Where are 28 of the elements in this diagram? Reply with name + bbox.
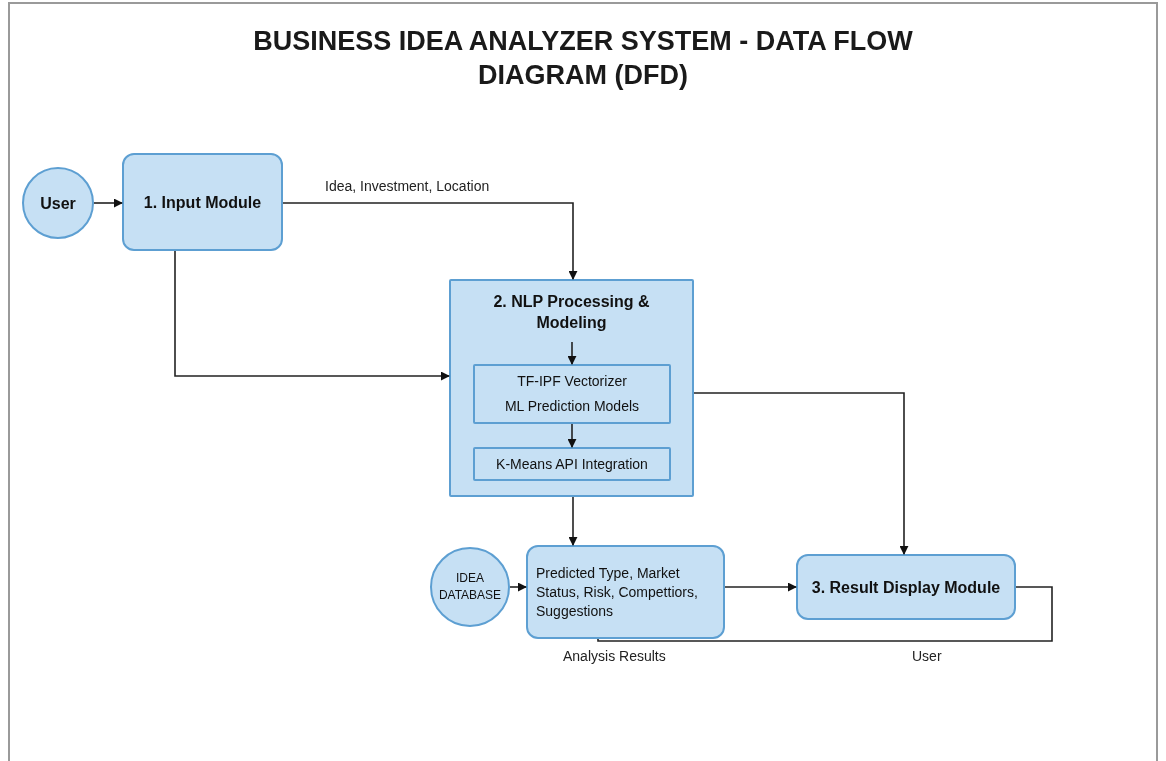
node-text: TF-IPF Vectorizer bbox=[517, 372, 627, 391]
flow-label: Analysis Results bbox=[563, 648, 666, 664]
node-text: ML Prediction Models bbox=[504, 397, 640, 416]
diagram-title: BUSINESS IDEA ANALYZER SYSTEM - DATA FLOW DIAGRAM (DFD) bbox=[252, 25, 914, 92]
node-title: 3. Result Display Module bbox=[811, 577, 1001, 598]
node-text: K-Means API Integration bbox=[496, 454, 648, 474]
node-text: IDEA DATABASE bbox=[437, 570, 503, 604]
edge-label: Idea, Investment, Location bbox=[325, 178, 490, 194]
node-text: Predicted Type, Market Status, Risk, Compettiors, Suggestions bbox=[536, 563, 699, 621]
process-group-box bbox=[449, 279, 694, 497]
process-box bbox=[526, 545, 725, 639]
node-title: User bbox=[40, 193, 76, 214]
arrow bbox=[567, 423, 577, 448]
process-box bbox=[122, 153, 283, 251]
arrow bbox=[93, 198, 123, 208]
arrow bbox=[568, 496, 578, 546]
process-box bbox=[796, 554, 1016, 620]
step-box bbox=[473, 364, 671, 424]
node-title: 1. Input Module bbox=[143, 192, 262, 213]
flow-label: User bbox=[912, 648, 942, 664]
arrow bbox=[509, 582, 527, 592]
arrow bbox=[693, 392, 909, 555]
arrow bbox=[567, 341, 577, 365]
arrow bbox=[282, 202, 578, 280]
arrow bbox=[724, 582, 797, 592]
step-box bbox=[473, 447, 671, 481]
node-title: 2. NLP Processing & Modeling bbox=[492, 292, 651, 333]
arrow bbox=[174, 250, 450, 381]
